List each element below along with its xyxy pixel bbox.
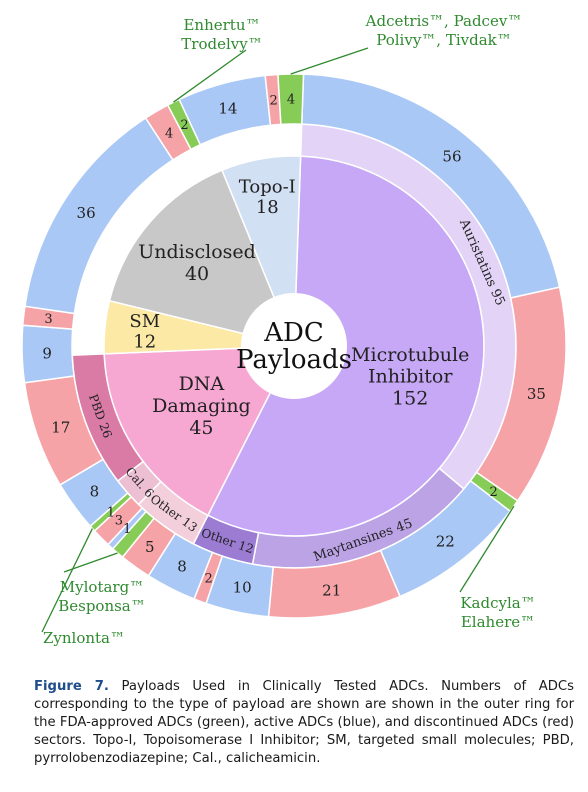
- inner-label-sm-0: SM: [129, 311, 160, 332]
- outer-label-16: 3: [44, 312, 52, 327]
- outer-label-2: 2: [490, 485, 498, 500]
- center-label-line-2: Payloads: [236, 345, 352, 375]
- inner-label-dna-2: 45: [189, 417, 213, 439]
- inner-label-sm-1: 12: [133, 332, 156, 353]
- inner-label-dna-0: DNA: [179, 373, 225, 395]
- inner-label-mt-2: 152: [392, 387, 428, 409]
- outer-label-4: 21: [322, 581, 341, 599]
- outer-label-19: 2: [180, 118, 188, 133]
- inner-label-topo-0: Topo-I: [239, 176, 296, 197]
- outer-label-8: 5: [145, 538, 155, 556]
- figure-caption: Figure 7. Payloads Used in Clinically Te…: [34, 678, 574, 768]
- center-label-line-1: ADC: [263, 318, 324, 348]
- middle-ring: [71, 123, 517, 569]
- outer-label-1: 35: [527, 385, 546, 403]
- callout-text-2-0: Kadcyla™: [460, 594, 535, 612]
- outer-label-18: 4: [165, 126, 173, 141]
- outer-label-20: 14: [218, 99, 237, 117]
- callout-text-1-1: Polivy™, Tivdak™: [376, 31, 512, 49]
- inner-label-und-1: 40: [185, 263, 209, 285]
- outer-label-5: 10: [233, 579, 252, 597]
- inner-ring: [103, 155, 485, 537]
- callout-line-2: [459, 505, 515, 593]
- callout-text-0-0: Enhertu™: [183, 16, 260, 34]
- outer-label-11: 3: [115, 514, 123, 529]
- inner-label-topo-1: 18: [256, 197, 279, 218]
- outer-label-21: 2: [269, 93, 277, 108]
- callout-text-3-1: Besponsa™: [58, 597, 146, 615]
- callout-line-0: [173, 49, 247, 103]
- outer-slice-22: [277, 73, 305, 126]
- outer-ring: [21, 73, 567, 619]
- outer-label-22: 4: [287, 93, 295, 108]
- callout-line-1: [290, 47, 369, 75]
- outer-label-7: 8: [177, 557, 187, 575]
- outer-label-10: 1: [123, 522, 131, 537]
- center-hole: [241, 293, 347, 399]
- outer-label-0: 56: [442, 147, 461, 165]
- caption-text: Payloads Used in Clinically Tested ADCs.…: [34, 679, 574, 766]
- outer-label-17: 36: [77, 204, 96, 222]
- outer-label-6: 2: [205, 571, 213, 586]
- outer-label-13: 8: [90, 483, 100, 501]
- outer-label-3: 22: [436, 532, 455, 550]
- callout-text-2-1: Elahere™: [461, 613, 535, 631]
- outer-label-15: 9: [42, 345, 52, 363]
- inner-label-mt-0: Microtubule: [351, 344, 469, 366]
- inner-label-dna-1: Damaging: [152, 395, 251, 417]
- caption-label: Figure 7.: [34, 679, 109, 694]
- callout-text-0-1: Trodelvy™: [181, 35, 262, 53]
- callout-text-1-0: Adcetris™, Padcev™: [365, 12, 523, 30]
- inner-label-und-0: Undisclosed: [138, 241, 256, 263]
- inner-label-mt-1: Inhibitor: [368, 366, 453, 388]
- payload-sunburst-chart: MicrotubuleInhibitor152DNADamaging45SM12…: [21, 12, 567, 647]
- outer-label-14: 17: [51, 419, 70, 437]
- callout-text-4-0: Zynlonta™: [43, 629, 125, 647]
- callout-line-4: [41, 528, 93, 633]
- outer-label-12: 1: [107, 505, 115, 520]
- callout-text-3-0: Mylotarg™: [60, 578, 144, 596]
